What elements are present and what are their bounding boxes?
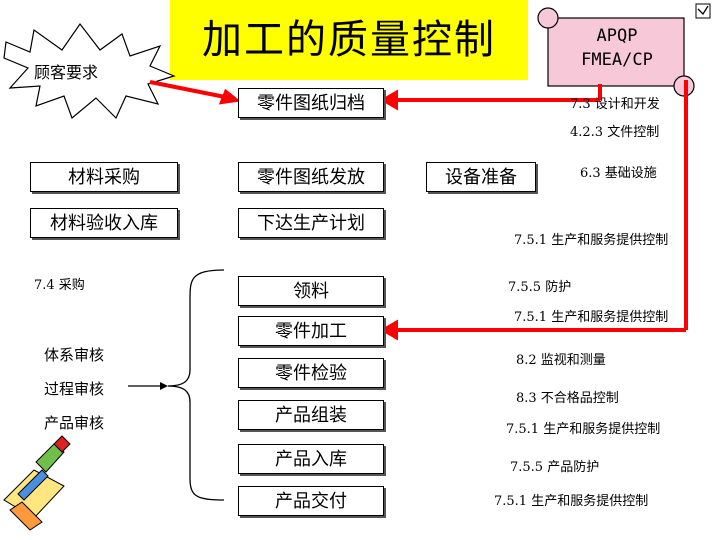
note-purchasing: 7.4 采购 [34, 278, 85, 293]
production-plan-box: 下达生产计划 [238, 208, 384, 238]
drawing-archive-box: 零件图纸归档 [238, 88, 384, 118]
drawing-release-box: 零件图纸发放 [238, 162, 384, 192]
note-protection: 7.5.5 防护 [508, 280, 572, 295]
scroll-icon [537, 3, 711, 97]
brace-shape [167, 269, 225, 501]
pencil-clipart-icon [3, 435, 71, 531]
equipment-prep-box: 设备准备 [426, 162, 536, 192]
product-storage-box: 产品入库 [238, 444, 384, 474]
note-monitoring: 8.2 监视和测量 [516, 353, 606, 368]
audit-process: 过程审核 [44, 380, 105, 398]
audit-product: 产品审核 [44, 414, 105, 432]
scroll-line-1: APQP [596, 26, 638, 46]
audit-system: 体系审核 [44, 346, 105, 364]
red-arrows [149, 80, 688, 341]
scroll-text: APQP FMEA/CP [550, 24, 684, 72]
part-processing-box: 零件加工 [238, 316, 384, 346]
page-title: 加工的质量控制 [170, 0, 528, 80]
note-provision-3: 7.5.1 生产和服务提供控制 [506, 422, 661, 437]
customer-requirement-label: 顾客要求 [34, 63, 99, 82]
scroll-line-2: FMEA/CP [581, 50, 653, 70]
material-inspection-box: 材料验收入库 [30, 208, 178, 238]
note-provision-2: 7.5.1 生产和服务提供控制 [514, 310, 669, 325]
product-delivery-box: 产品交付 [238, 486, 384, 516]
note-product-protection: 7.5.5 产品防护 [510, 460, 600, 475]
material-purchase-box: 材料采购 [30, 162, 178, 192]
note-infrastructure: 6.3 基础设施 [580, 166, 657, 181]
material-requisition-box: 领料 [238, 276, 384, 306]
note-design-dev: 7.3 设计和开发 [570, 97, 660, 112]
callout-burst-shape [3, 22, 176, 120]
note-nonconforming: 8.3 不合格品控制 [516, 391, 619, 406]
note-provision-1: 7.5.1 生产和服务提供控制 [514, 233, 669, 248]
product-assembly-box: 产品组装 [238, 400, 384, 430]
note-provision-4: 7.5.1 生产和服务提供控制 [494, 494, 649, 509]
part-inspection-box: 零件检验 [238, 358, 384, 388]
note-doc-control: 4.2.3 文件控制 [570, 125, 660, 140]
